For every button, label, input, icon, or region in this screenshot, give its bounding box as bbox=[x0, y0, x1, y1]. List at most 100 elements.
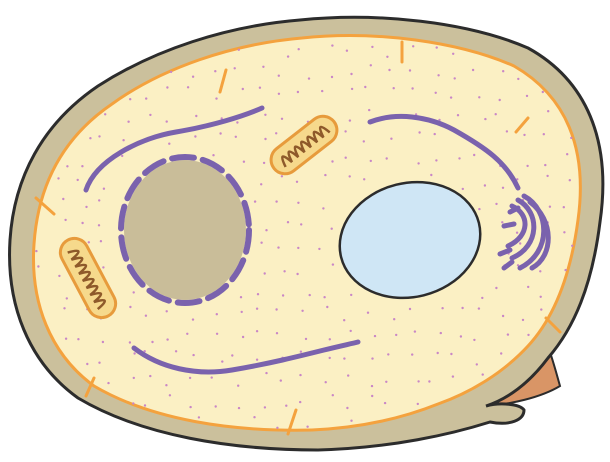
cytoplasm-granule bbox=[332, 263, 334, 265]
cytoplasm-granule bbox=[563, 206, 565, 208]
cytoplasm-granule bbox=[331, 228, 333, 230]
cytoplasm-granule bbox=[411, 87, 413, 89]
cytoplasm-granule bbox=[121, 155, 123, 157]
cytoplasm-granule bbox=[502, 187, 504, 189]
cytoplasm-granule bbox=[149, 375, 151, 377]
cytoplasm-granule bbox=[285, 405, 287, 407]
cytoplasm-granule bbox=[309, 294, 311, 296]
cytoplasm-granule bbox=[278, 93, 280, 95]
cytoplasm-granule bbox=[212, 154, 214, 156]
cytoplasm-granule bbox=[502, 70, 504, 72]
cytoplasm-granule bbox=[350, 330, 352, 332]
cytoplasm-granule bbox=[299, 401, 301, 403]
cytoplasm-granule bbox=[457, 114, 459, 116]
cytoplasm-granule bbox=[434, 133, 436, 135]
cytoplasm-granule bbox=[254, 200, 256, 202]
cytoplasm-granule bbox=[211, 376, 213, 378]
cytoplasm-granule bbox=[495, 287, 497, 289]
cytoplasm-granule bbox=[306, 426, 308, 428]
cytoplasm-granule bbox=[85, 206, 87, 208]
cytoplasm-granule bbox=[478, 96, 480, 98]
cytoplasm-granule bbox=[450, 353, 452, 355]
cytoplasm-granule bbox=[129, 306, 131, 308]
cytoplasm-granule bbox=[331, 160, 333, 162]
cytoplasm-granule bbox=[409, 308, 411, 310]
cytoplasm-granule bbox=[386, 56, 388, 58]
cytoplasm-granule bbox=[371, 385, 373, 387]
cytoplasm-granule bbox=[242, 336, 244, 338]
cytoplasm-granule bbox=[440, 332, 442, 334]
cytoplasm-granule bbox=[151, 341, 153, 343]
cytoplasm-granule bbox=[331, 76, 333, 78]
cytoplasm-granule bbox=[344, 130, 346, 132]
cytoplasm-granule bbox=[166, 310, 168, 312]
cytoplasm-granule bbox=[458, 157, 460, 159]
cytoplasm-granule bbox=[133, 352, 135, 354]
cytoplasm-granule bbox=[527, 334, 529, 336]
cytoplasm-granule bbox=[329, 338, 331, 340]
cytoplasm-granule bbox=[170, 71, 172, 73]
cytoplasm-granule bbox=[386, 157, 388, 159]
cytoplasm-granule bbox=[260, 183, 262, 185]
cytoplasm-granule bbox=[517, 78, 519, 80]
cytoplasm-granule bbox=[435, 159, 437, 161]
cytoplasm-granule bbox=[350, 73, 352, 75]
cytoplasm-granule bbox=[215, 97, 217, 99]
cytoplasm-granule bbox=[236, 121, 238, 123]
cytoplasm-granule bbox=[194, 135, 196, 137]
cytoplasm-granule bbox=[349, 119, 351, 121]
cytoplasm-granule bbox=[287, 221, 289, 223]
cytoplasm-granule bbox=[238, 49, 240, 51]
cytoplasm-granule bbox=[526, 95, 528, 97]
cytoplasm-granule bbox=[563, 231, 565, 233]
cytoplasm-granule bbox=[370, 64, 372, 66]
cytoplasm-granule bbox=[64, 219, 66, 221]
cytoplasm-granule bbox=[350, 294, 352, 296]
cytoplasm-granule bbox=[409, 69, 411, 71]
cytoplasm-granule bbox=[296, 273, 298, 275]
cytoplasm-granule bbox=[478, 208, 480, 210]
cytoplasm-granule bbox=[437, 352, 439, 354]
cytoplasm-granule bbox=[192, 318, 194, 320]
cytoplasm-granule bbox=[349, 175, 351, 177]
cytoplasm-granule bbox=[275, 132, 277, 134]
cytoplasm-granule bbox=[390, 138, 392, 140]
cytoplasm-granule bbox=[287, 55, 289, 57]
cytoplasm-granule bbox=[214, 70, 216, 72]
cytoplasm-granule bbox=[221, 360, 223, 362]
cytoplasm-granule bbox=[371, 46, 373, 48]
cytoplasm-granule bbox=[522, 319, 524, 321]
cytoplasm-granule bbox=[98, 362, 100, 364]
cytoplasm-granule bbox=[305, 338, 307, 340]
cytoplasm-granule bbox=[363, 178, 365, 180]
cytoplasm-granule bbox=[127, 121, 129, 123]
cytoplasm-granule bbox=[264, 114, 266, 116]
cytoplasm-granule bbox=[186, 333, 188, 335]
cytoplasm-granule bbox=[103, 188, 105, 190]
cytoplasm-granule bbox=[308, 77, 310, 79]
cytoplasm-granule bbox=[476, 363, 478, 365]
cytoplasm-granule bbox=[395, 334, 397, 336]
cytoplasm-granule bbox=[192, 354, 194, 356]
cytoplasm-granule bbox=[241, 311, 243, 313]
cytoplasm-granule bbox=[65, 338, 67, 340]
cytoplasm-granule bbox=[482, 373, 484, 375]
cytoplasm-granule bbox=[283, 270, 285, 272]
cytoplasm-granule bbox=[66, 297, 68, 299]
cytoplasm-granule bbox=[374, 335, 376, 337]
cytoplasm-granule bbox=[278, 75, 280, 77]
cytoplasm-granule bbox=[256, 330, 258, 332]
cytoplasm-granule bbox=[385, 381, 387, 383]
cytoplasm-granule bbox=[133, 291, 135, 293]
cytoplasm-granule bbox=[540, 308, 542, 310]
cytoplasm-granule bbox=[412, 45, 414, 47]
cytoplasm-granule bbox=[129, 341, 131, 343]
cytoplasm-granule bbox=[132, 402, 134, 404]
cytoplasm-granule bbox=[527, 286, 529, 288]
cytoplasm-granule bbox=[363, 140, 365, 142]
cytoplasm-granule bbox=[547, 110, 549, 112]
cytoplasm-granule bbox=[280, 379, 282, 381]
cytoplasm-granule bbox=[300, 223, 302, 225]
cytoplasm-granule bbox=[346, 50, 348, 52]
cytoplasm-granule bbox=[187, 86, 189, 88]
